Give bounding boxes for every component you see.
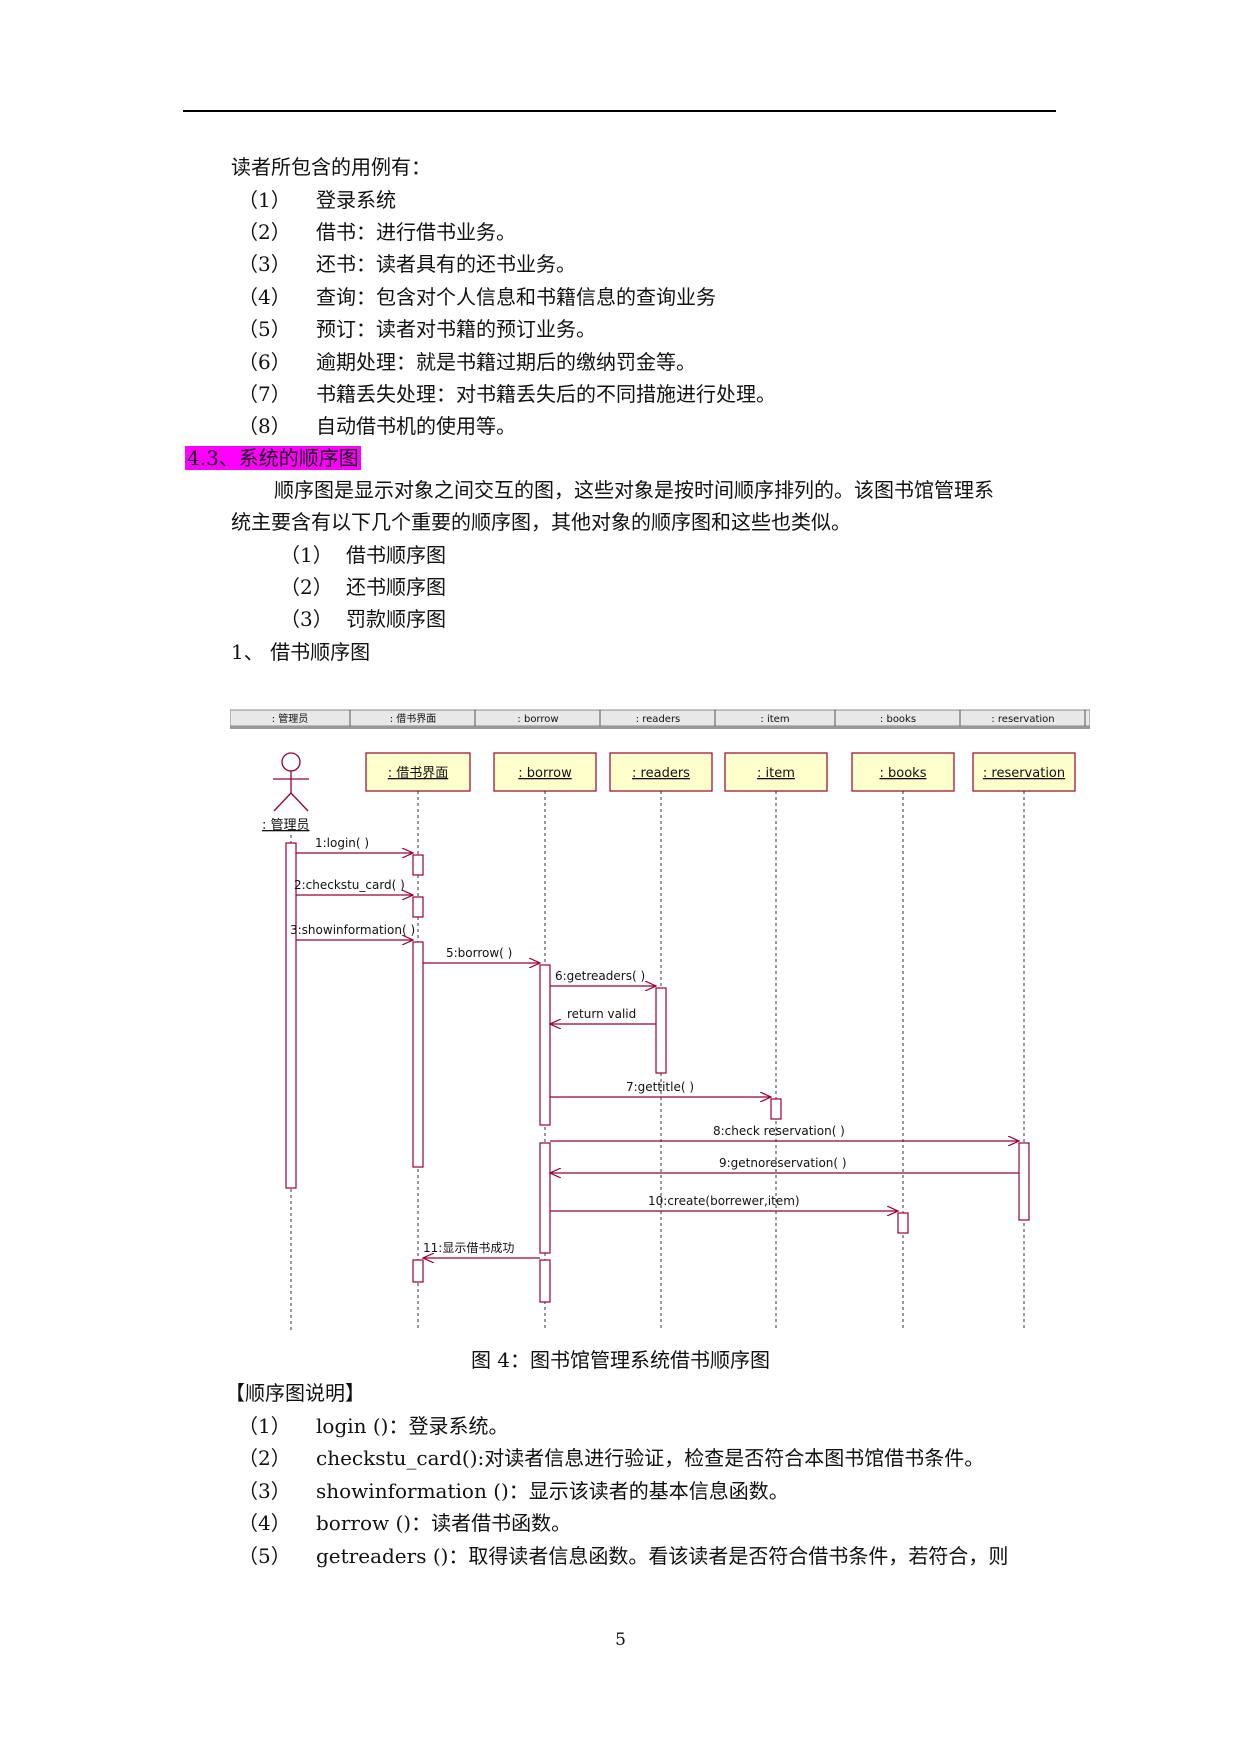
list-item: （3）showinformation ()：显示该读者的基本信息函数。 <box>238 1479 789 1503</box>
message-label: 9:getnoreservation( ) <box>719 1156 847 1170</box>
intro-text: 读者所包含的用例有： <box>231 155 431 179</box>
object-label: : item <box>757 766 795 781</box>
list-item: （3）罚款顺序图 <box>280 607 446 631</box>
object-label: : 借书界面 <box>388 766 449 781</box>
header-label: : borrow <box>517 714 558 725</box>
explain-heading: 【顺序图说明】 <box>225 1381 365 1405</box>
activation-bar <box>770 1098 782 1120</box>
message-label: 10:create(borrewer,item) <box>648 1194 800 1208</box>
header-label: : 借书界面 <box>390 713 437 725</box>
activation-bar <box>1018 1142 1030 1221</box>
activation-bar <box>539 1142 551 1254</box>
actor-icon <box>273 752 309 812</box>
sequence-diagram: : 管理员 : 借书界面 : borrow : readers : item :… <box>230 709 1090 1330</box>
list-item: （3）还书：读者具有的还书业务。 <box>238 252 576 276</box>
list-item: （1）login ()：登录系统。 <box>238 1414 509 1438</box>
list-item: （5）getreaders ()：取得读者信息函数。看该读者是否符合借书条件，若… <box>238 1544 1009 1568</box>
list-item: （5）预订：读者对书籍的预订业务。 <box>238 317 596 341</box>
message-label: 8:check reservation( ) <box>713 1124 845 1138</box>
object-label: : reservation <box>983 766 1065 781</box>
message-label: 1:login( ) <box>315 836 369 850</box>
list-item: （6）逾期处理：就是书籍过期后的缴纳罚金等。 <box>238 350 696 374</box>
activation-bar <box>412 896 424 918</box>
header-rule <box>183 110 1056 112</box>
list-item: （1）借书顺序图 <box>280 543 446 567</box>
figure-caption: 图 4：图书馆管理系统借书顺序图 <box>470 1348 771 1372</box>
paragraph-line: 统主要含有以下几个重要的顺序图，其他对象的顺序图和这些也类似。 <box>231 510 851 534</box>
message-label: 6:getreaders( ) <box>555 969 645 983</box>
header-label: : reservation <box>991 714 1054 725</box>
message-label: return valid <box>567 1007 636 1021</box>
object-box <box>851 752 955 792</box>
paragraph-line: 顺序图是显示对象之间交互的图，这些对象是按时间顺序排列的。该图书馆管理系 <box>274 478 994 502</box>
message-label: 7:gettitle( ) <box>626 1080 694 1094</box>
list-item: （2）还书顺序图 <box>280 575 446 599</box>
message-label: 5:borrow( ) <box>446 946 512 960</box>
subheading: 1、 借书顺序图 <box>231 640 371 664</box>
object-box <box>493 752 597 792</box>
activation-bar <box>412 941 424 1168</box>
header-label: : item <box>760 714 789 725</box>
object-box <box>365 752 471 792</box>
page-number: 5 <box>615 1630 626 1650</box>
object-label: : readers <box>632 766 690 781</box>
object-label: : borrow <box>518 766 572 781</box>
message-label: 2:checkstu_card( ) <box>294 878 405 892</box>
activation-bar <box>897 1212 909 1234</box>
activation-bar <box>539 1259 551 1303</box>
activation-bar <box>539 964 551 1126</box>
actor-label: : 管理员 <box>262 818 310 833</box>
header-label: : books <box>880 714 916 725</box>
list-item: （8）自动借书机的使用等。 <box>238 414 516 438</box>
activation-bar <box>655 987 667 1074</box>
list-item: （1）登录系统 <box>238 188 396 212</box>
activation-bar <box>412 854 424 876</box>
header-label: : readers <box>636 714 681 725</box>
object-box <box>609 752 713 792</box>
list-item: （4）查询：包含对个人信息和书籍信息的查询业务 <box>238 285 716 309</box>
message-label: 11:显示借书成功 <box>423 1241 514 1255</box>
object-label: : books <box>880 766 927 781</box>
object-box <box>724 752 828 792</box>
message-label: 3:showinformation( ) <box>290 923 415 937</box>
activation-bar <box>285 842 297 1189</box>
header-label: : 管理员 <box>272 712 309 725</box>
activation-bar <box>412 1259 424 1283</box>
list-item: （7）书籍丢失处理：对书籍丢失后的不同措施进行处理。 <box>238 382 776 406</box>
section-heading: 4.3、系统的顺序图 <box>185 446 361 470</box>
list-item: （4）borrow ()：读者借书函数。 <box>238 1511 572 1535</box>
list-item: （2）借书：进行借书业务。 <box>238 220 516 244</box>
list-item: （2）checkstu_card():对读者信息进行验证，检查是否符合本图书馆借… <box>238 1446 985 1470</box>
